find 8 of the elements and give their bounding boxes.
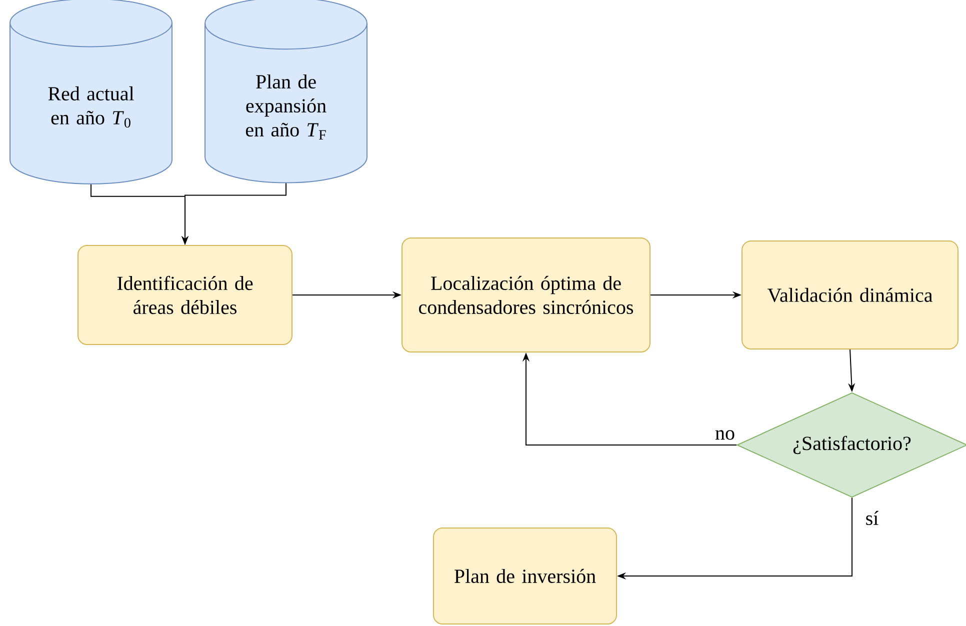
process-box: Localización óptima de condensadores sincrónicos: [402, 238, 650, 352]
process-box: Identificación de áreas débiles: [78, 245, 292, 345]
database-cylinder: Plan de expansión en año T$_{F}$: [204, 0, 368, 184]
process-box: Plan de inversión: [433, 527, 617, 624]
process-box: Validación dinámica: [742, 240, 958, 350]
edge-label: no: [714, 429, 736, 441]
edge-label: sí: [864, 510, 880, 526]
database-cylinder: Red actual en año T$_{0}$: [10, 0, 172, 184]
